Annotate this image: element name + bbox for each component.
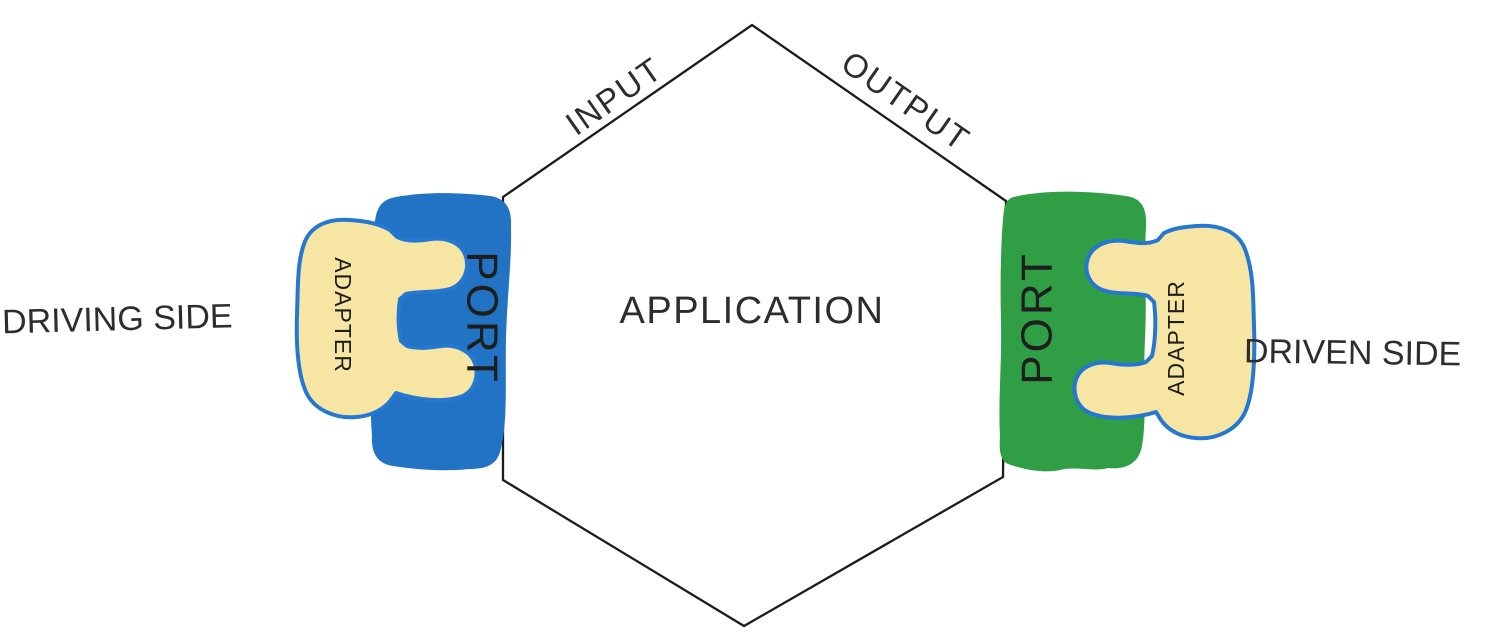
right-adapter-shape xyxy=(1072,223,1257,441)
hexagon-outline xyxy=(501,23,1008,628)
left-adapter-shape xyxy=(294,217,479,420)
driving-side-label: DRIVING SIDE xyxy=(2,297,233,341)
left-port-label: PORT xyxy=(458,251,507,384)
right-adapter-label: ADAPTER xyxy=(1163,280,1189,396)
application-label: APPLICATION xyxy=(620,290,885,332)
left-adapter-label: ADAPTER xyxy=(330,257,356,373)
right-port-label: PORT xyxy=(1013,251,1062,384)
driven-side-label: DRIVEN SIDE xyxy=(1244,332,1462,373)
